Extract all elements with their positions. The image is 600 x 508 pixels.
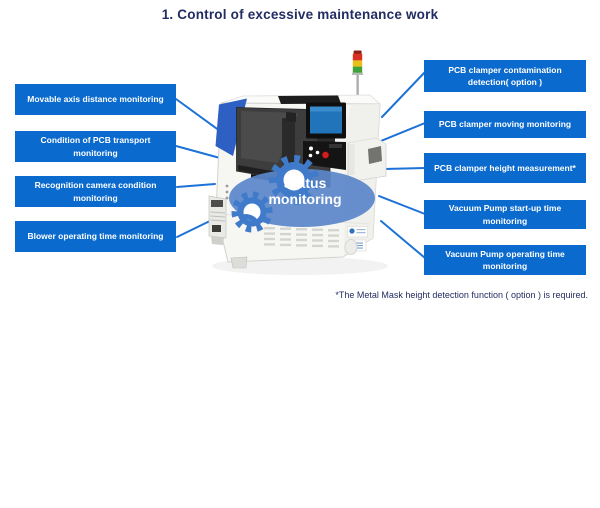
label-box-clamper-contamination: PCB clamper contamination detection( opt… (424, 60, 586, 92)
page-title: 1. Control of excessive maintenance work (161, 7, 439, 22)
connector-lines (175, 71, 426, 259)
connector-line-left-4 (176, 218, 215, 238)
gear-icon-small (231, 191, 273, 233)
machine-feet (230, 239, 358, 269)
connector-line-right-2 (380, 122, 426, 142)
connector-line-right-4 (378, 195, 426, 215)
connector-line-right-5 (380, 220, 426, 259)
connector-line-left-3 (176, 183, 216, 188)
connector-line-left-2 (175, 145, 221, 159)
monitor (306, 102, 346, 142)
control-panel (303, 141, 346, 170)
label-box-clamper-moving: PCB clamper moving monitoring (424, 111, 586, 138)
label-box-clamper-height: PCB clamper height measurement* (424, 153, 586, 183)
label-box-vacuum-operating: Vacuum Pump operating time monitoring (424, 245, 586, 275)
stop-button (321, 150, 330, 159)
label-box-recognition-camera: Recognition camera condition monitoring (15, 176, 176, 207)
machine-shadow (212, 257, 388, 275)
side-buttons (225, 184, 229, 200)
label-box-blower: Blower operating time monitoring (15, 221, 176, 252)
label-box-vacuum-startup: Vacuum Pump start-up time monitoring (424, 200, 586, 229)
connector-line-left-1 (175, 98, 221, 132)
status-monitoring-label: Status monitoring (268, 175, 342, 208)
left-side-unit (208, 195, 227, 245)
gear-icon-large (269, 155, 319, 205)
machine-top-rail (278, 95, 341, 104)
label-box-movable-axis: Movable axis distance monitoring (15, 84, 176, 115)
connector-line-right-1 (381, 71, 426, 118)
side-cabinet (347, 137, 387, 182)
connector-line-right-3 (383, 167, 426, 170)
footnote: *The Metal Mask height detection functio… (335, 290, 588, 300)
label-box-pcb-transport: Condition of PCB transport monitoring (15, 131, 176, 162)
